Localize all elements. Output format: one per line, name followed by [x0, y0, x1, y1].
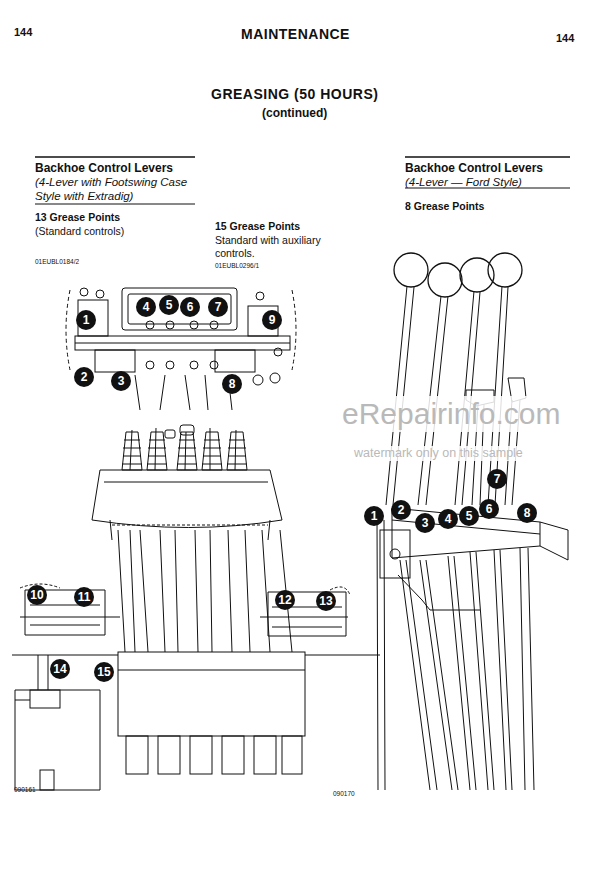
callout-number: 14	[50, 659, 70, 679]
grease-note: Standard with auxiliary controls.	[215, 234, 355, 259]
callout-number: 8	[222, 374, 242, 394]
section-heading: Backhoe Control Levers	[405, 161, 575, 175]
callout-number: 1	[364, 506, 384, 526]
callout-number: 2	[74, 367, 94, 387]
page-number: 144	[556, 32, 574, 45]
grease-note: (Standard controls)	[35, 225, 200, 238]
callout-number: 3	[415, 513, 435, 533]
callout-number: 6	[180, 297, 200, 317]
title-continued: (continued)	[262, 106, 327, 120]
callout-number: 4	[136, 297, 156, 317]
watermark: eRepairinfo.com	[340, 396, 562, 432]
section-subheading: (4-Lever — Ford Style)	[405, 176, 575, 190]
callout-number: 12	[275, 590, 295, 610]
page-number: 144	[14, 26, 32, 39]
callout-number: 11	[74, 587, 94, 607]
page-title: GREASING (50 HOURS)	[211, 86, 378, 103]
callout-number: 2	[391, 500, 411, 520]
callout-number: 4	[438, 509, 458, 529]
figure-code: 090161	[14, 786, 36, 794]
callout-number: 3	[111, 371, 131, 391]
callout-number: 1	[76, 310, 96, 330]
callout-number: 15	[94, 662, 114, 682]
callout-number: 7	[208, 297, 228, 317]
callout-number: 7	[487, 469, 507, 489]
section-subheading: (4-Lever with Footswing Case Style with …	[35, 176, 197, 204]
grease-count: 15 Grease Points	[215, 220, 300, 233]
watermark: watermark only on this sample	[352, 446, 525, 461]
callout-number: 5	[459, 506, 479, 526]
callout-number: 8	[517, 503, 537, 523]
section-heading: Backhoe Control Levers	[35, 161, 200, 175]
callout-number: 9	[262, 310, 282, 330]
figure-code: 090170	[333, 790, 355, 798]
grease-count: 8 Grease Points	[405, 200, 484, 213]
figure-code: 01EUBL0184/2	[35, 258, 79, 266]
figure-code: 01EUBL0296/1	[215, 262, 259, 270]
section-header: MAINTENANCE	[241, 26, 350, 43]
callout-number: 13	[316, 591, 336, 611]
callout-number: 6	[479, 499, 499, 519]
callout-number: 10	[27, 585, 47, 605]
grease-count: 13 Grease Points	[35, 211, 120, 224]
callout-number: 5	[159, 295, 179, 315]
